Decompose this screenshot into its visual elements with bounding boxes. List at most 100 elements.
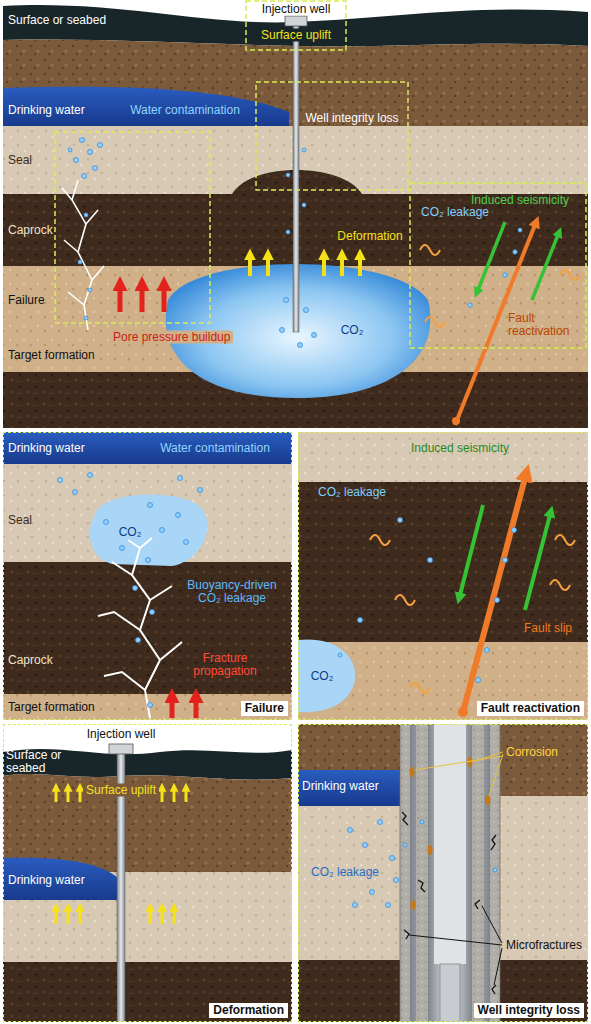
tubing-bore: [434, 724, 466, 964]
bubble: [178, 476, 183, 481]
microfracture: [418, 880, 425, 892]
slip-arrow: [525, 515, 550, 610]
bubble: [468, 303, 472, 307]
bubble: [136, 638, 141, 643]
diagram-label: Seal: [8, 514, 32, 527]
wellhead: [109, 744, 133, 754]
bubble: [73, 490, 78, 495]
diagram-label: Drinking water: [8, 104, 85, 117]
uplift-arrow: [322, 258, 326, 276]
uplift-arrow: [161, 910, 164, 924]
wellhead: [285, 16, 307, 26]
corrosion-leaders: [415, 752, 503, 796]
diagram-label: Water contamination: [130, 104, 240, 117]
seal-layer: [3, 432, 292, 720]
bubble: [428, 558, 433, 563]
diagram-label: CO₂ leakage: [421, 206, 489, 219]
fracture: [128, 540, 140, 548]
pressure-arrow: [140, 288, 145, 312]
well-scene: [298, 724, 588, 1022]
diagram-label: Microfractures: [506, 939, 582, 952]
crack: [72, 180, 92, 330]
fracture: [112, 562, 132, 575]
bubble: [302, 148, 306, 152]
crack: [92, 266, 104, 280]
uplift-arrow: [248, 258, 252, 276]
diagram-label: Drinking water: [8, 442, 85, 455]
fracture: [160, 642, 182, 660]
bubble: [198, 488, 203, 493]
fracture: [150, 586, 172, 600]
uplift-arrow: [67, 790, 70, 802]
aquifer: [3, 87, 289, 126]
pressure-arrow: [170, 700, 175, 718]
diagram-label: Target formation: [8, 701, 95, 714]
seismic-wave: [425, 317, 445, 327]
zoom-frame: [256, 82, 408, 190]
seismic-wave: [410, 683, 430, 693]
uplift-arrow: [185, 790, 188, 802]
diagram-label: Surface or seabed: [6, 749, 64, 775]
pressure-arrows: [172, 700, 196, 718]
bubble: [348, 828, 353, 833]
seal-layer: [3, 872, 292, 962]
fracture-network: [98, 538, 182, 718]
diagram-label: Induced seismicity: [411, 442, 509, 455]
well-pipe: [293, 26, 299, 332]
bubble: [160, 528, 165, 533]
seal-layer: [298, 432, 588, 482]
zoom-frame: [55, 132, 210, 323]
diagram-label: Seal: [8, 154, 32, 167]
uplift-arrow: [79, 790, 82, 802]
uplift-arrow: [173, 790, 176, 802]
uplift-arrow: [149, 910, 152, 924]
microfracture: [492, 985, 496, 994]
diagram-label: CO₂: [119, 526, 142, 539]
bubble: [286, 173, 290, 177]
diagram-label: Drinking water: [8, 874, 85, 887]
caprock-layer: [3, 562, 292, 694]
seismic-wave: [555, 535, 575, 545]
diagram-label: Induced seismicity: [471, 194, 569, 207]
uplift-arrow: [55, 910, 58, 924]
caprock-cracks: [62, 180, 104, 330]
microfracture: [491, 835, 496, 850]
fault-end: [458, 707, 468, 717]
diagram-label: Water contamination: [160, 442, 270, 455]
bubble: [370, 890, 375, 895]
diagram-label: Surface uplift: [258, 29, 334, 42]
bubble: [176, 513, 181, 518]
diagram-label: Target formation: [8, 349, 95, 362]
diagram-label: Failure: [8, 294, 45, 307]
bubble: [78, 260, 82, 264]
bubble: [390, 856, 395, 861]
diagram-label: Corrosion: [506, 746, 558, 759]
slip-arrow: [532, 235, 558, 300]
bubble: [104, 520, 109, 525]
bubble: [148, 503, 153, 508]
bubble: [84, 213, 88, 217]
diagram-label: Well integrity loss: [305, 112, 398, 125]
bubble: [363, 843, 368, 848]
diagram-label: Pore pressure buildup: [110, 331, 233, 344]
bubble: [98, 143, 103, 148]
corrosion-spot: [486, 795, 491, 805]
fracture: [98, 612, 140, 630]
panel-title: Well integrity loss: [474, 1003, 584, 1018]
corrosion-spots: [410, 757, 491, 910]
uplift-arrows: [56, 790, 186, 924]
bubble: [58, 478, 63, 483]
co2-bubbles: [338, 518, 517, 683]
uplift-arrow: [340, 258, 344, 276]
uplift-arrow: [79, 910, 82, 924]
microfracture-leaders: [409, 906, 502, 985]
uplift-arrow: [161, 790, 164, 802]
bubble: [503, 273, 507, 277]
microfracture: [402, 812, 408, 825]
fault-end: [452, 417, 460, 425]
pressure-arrow: [118, 288, 123, 312]
seismic-waves: [420, 245, 580, 327]
zoom-frame: [246, 1, 346, 50]
